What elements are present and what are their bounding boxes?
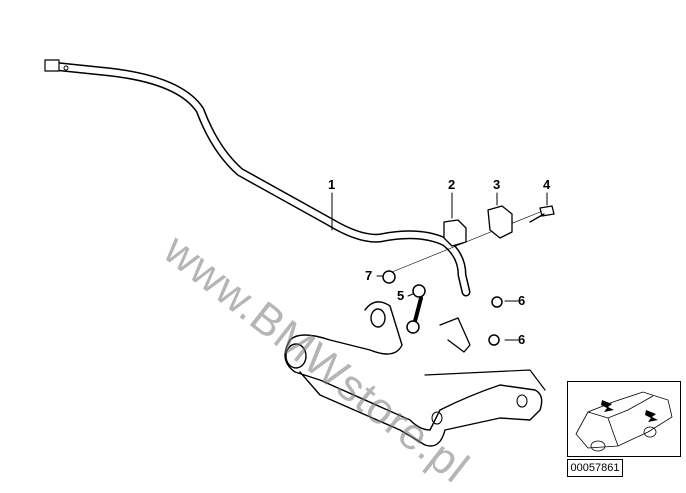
callout-6a: 6 xyxy=(518,293,526,308)
callout-1: 1 xyxy=(328,177,336,192)
diagram-id: 00057861 xyxy=(567,459,623,477)
callout-4: 4 xyxy=(543,177,551,192)
callout-2: 2 xyxy=(448,177,456,192)
callout-5: 5 xyxy=(397,288,405,303)
callout-6b: 6 xyxy=(518,332,526,347)
callout-3: 3 xyxy=(493,177,501,192)
car-icon xyxy=(575,391,673,452)
car-location-inset xyxy=(567,381,681,457)
stabilizer-bar xyxy=(47,61,471,297)
control-arm xyxy=(284,301,543,447)
callout-7: 7 xyxy=(365,268,373,283)
